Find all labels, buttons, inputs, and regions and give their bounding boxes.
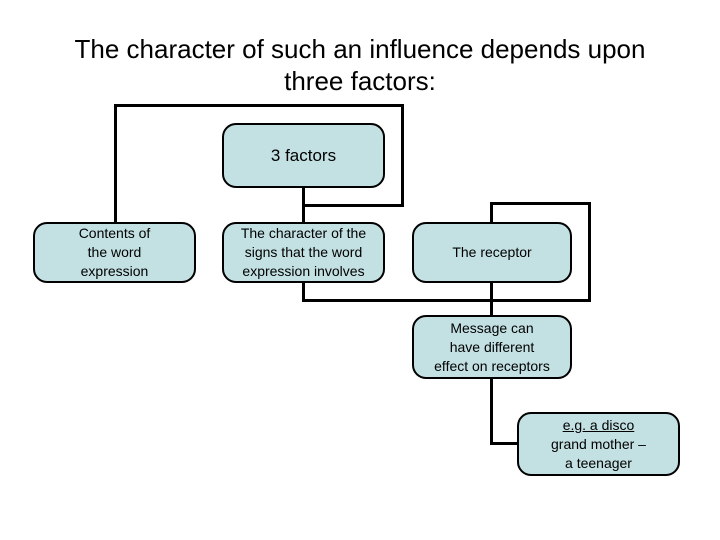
node-message-line-2: have different: [449, 338, 535, 355]
node-contents-line-3: expression: [80, 263, 149, 279]
node-character-line-1: The character of the: [240, 225, 367, 241]
connector-top-horizontal: [114, 104, 404, 107]
connector-bottom-horizontal-of-top-loop: [302, 204, 404, 207]
node-3-factors: 3 factors: [222, 123, 385, 188]
node-contents-line-2: the word: [87, 244, 142, 260]
connector-middle-horizontal: [302, 299, 591, 302]
node-receptor: The receptor: [412, 222, 572, 283]
connector-character-drop: [302, 282, 305, 302]
node-character-of-signs: The character of the signs that the word…: [222, 222, 385, 283]
node-3-factors-label: 3 factors: [270, 145, 337, 165]
slide-title: The character of such an influence depen…: [0, 33, 720, 97]
slide-title-line-1: The character of such an influence depen…: [74, 34, 646, 64]
node-character-line-3: expression involves: [242, 263, 365, 279]
node-message-effect: Message can have different effect on rec…: [412, 315, 572, 379]
connector-elbow-horizontal: [490, 442, 519, 445]
connector-receptor-top-horizontal: [490, 202, 591, 205]
node-example-line-2: grand mother –: [551, 435, 646, 452]
connector-left-vertical: [114, 104, 117, 222]
connector-message-drop: [490, 377, 493, 445]
node-receptor-label: The receptor: [452, 244, 532, 260]
connector-right-loop-vertical: [588, 202, 591, 302]
node-example-line-3: a teenager: [565, 454, 632, 471]
connector-receptor-to-message: [490, 282, 493, 316]
node-example-line-1: e.g. a disco: [562, 416, 635, 433]
connector-receptor-top-stub: [490, 202, 493, 223]
connector-right-vertical-of-top-loop: [401, 104, 404, 207]
connector-factors-to-character: [302, 187, 305, 222]
node-message-line-3: effect on receptors: [434, 357, 550, 374]
node-example-disco: e.g. a disco grand mother – a teenager: [517, 412, 680, 476]
node-contents-of-word-expression: Contents of the word expression: [33, 222, 196, 283]
node-character-line-2: signs that the word: [244, 244, 363, 260]
node-message-line-1: Message can: [450, 319, 534, 336]
node-contents-line-1: Contents of: [78, 225, 151, 241]
slide-title-line-2: three factors:: [284, 66, 436, 96]
